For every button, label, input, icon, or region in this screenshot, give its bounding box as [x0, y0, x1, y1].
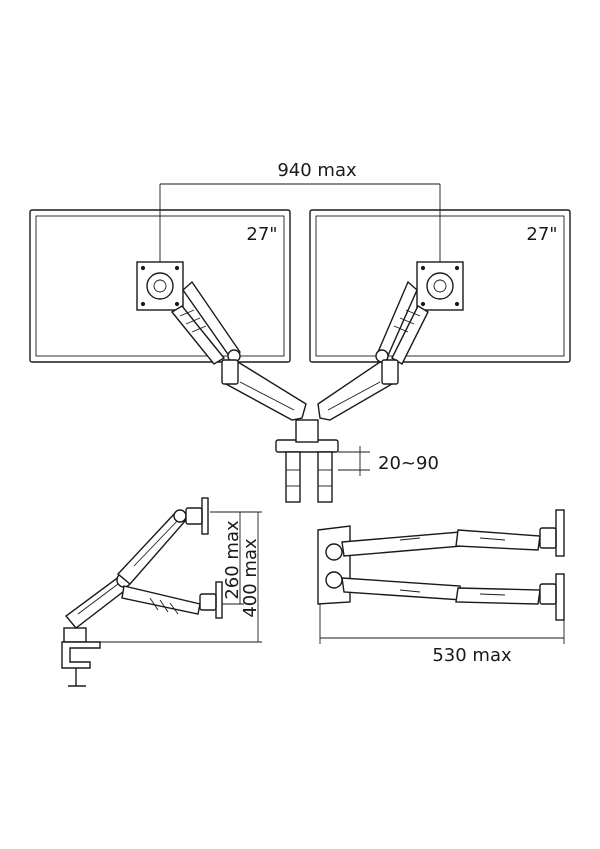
right-upper-arm — [375, 280, 429, 365]
clamp-range-dimension: 20~90 — [338, 446, 439, 476]
side-second-arm — [121, 581, 223, 619]
top-arm-upper — [341, 509, 565, 557]
front-view: 940 max 27" — [29, 160, 571, 503]
left-vesa-plate — [136, 261, 184, 311]
right-monitor-size-label: 27" — [526, 224, 557, 245]
side-view: 260 max 400 max — [61, 497, 262, 687]
right-vesa-plate — [416, 261, 464, 311]
reach-label: 530 max — [432, 645, 512, 666]
side-lower-arm — [64, 572, 132, 629]
left-lower-arm — [221, 359, 307, 421]
reach-dimension: 530 max — [319, 604, 565, 666]
side-upper-arm — [116, 497, 209, 585]
top-base — [317, 525, 351, 605]
width-dimension: 940 max — [159, 160, 441, 280]
left-upper-arm — [170, 280, 241, 365]
left-monitor-size-label: 27" — [246, 224, 277, 245]
side-clamp — [61, 627, 101, 687]
height-label-outer: 400 max — [240, 538, 261, 618]
height-label-inner: 260 max — [222, 520, 243, 600]
width-label: 940 max — [277, 160, 357, 181]
right-monitor: 27" — [309, 209, 571, 421]
top-arm-lower — [341, 573, 565, 621]
clamp-range-label: 20~90 — [378, 453, 439, 474]
right-lower-arm — [317, 359, 399, 421]
top-view: 530 max — [317, 509, 565, 666]
side-height-dimensions: 260 max 400 max — [100, 511, 262, 643]
desk-base-clamp — [275, 419, 339, 503]
left-monitor: 27" — [29, 209, 307, 421]
